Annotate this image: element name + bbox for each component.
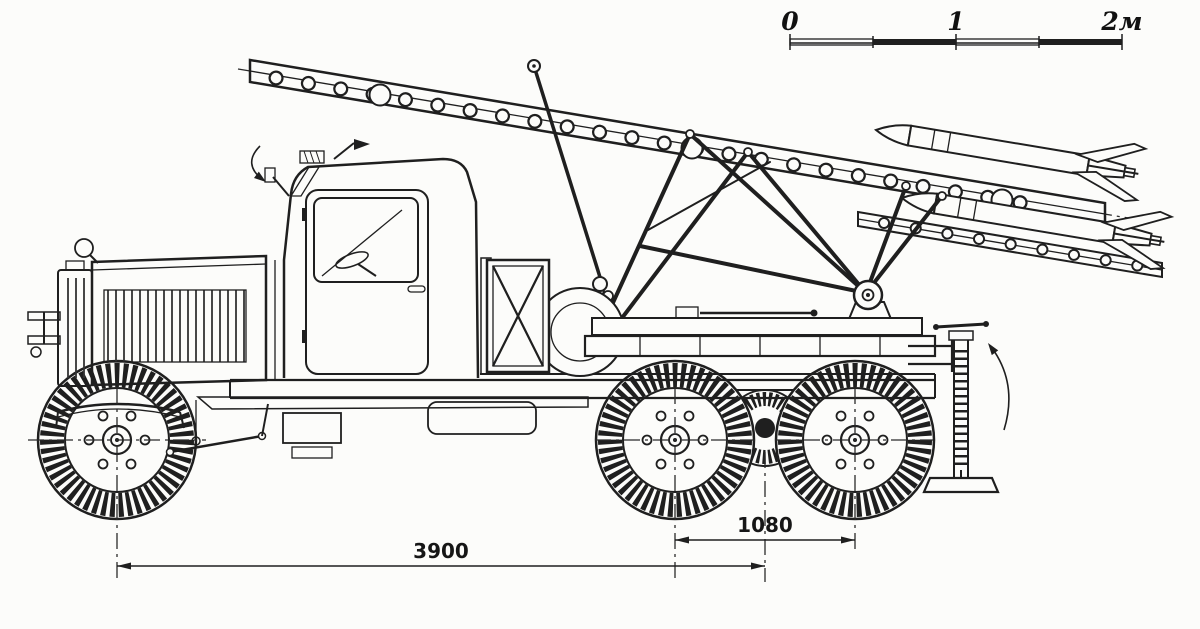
scale-bar: 0 1 2м [781, 7, 1143, 50]
scale-segment-filled-2 [1039, 39, 1122, 45]
front-leaf-spring [57, 402, 181, 414]
jack-rotation-arrow [991, 347, 1010, 431]
door-hinge-upper [302, 208, 307, 221]
roof-vent [299, 150, 325, 164]
scale-label-2m: 2м [1100, 7, 1142, 36]
roof-marker [333, 142, 355, 160]
cab-door [305, 189, 429, 375]
fuel-tank [427, 401, 537, 435]
scale-segment-filled-1 [873, 39, 956, 45]
steering-linkage [169, 434, 263, 454]
tow-hook [30, 346, 42, 358]
radiator-cap [65, 260, 85, 271]
hood-louvers [104, 290, 246, 362]
jack-base-plate [922, 476, 1000, 494]
tool-box [282, 412, 342, 444]
rear-jack [908, 321, 1010, 494]
rail-guide-holes-inner [270, 72, 1058, 214]
door-window [313, 197, 419, 283]
truck-body [27, 139, 936, 459]
mirror-arm [272, 176, 290, 197]
rail-mount-hole-1 [368, 83, 392, 107]
dimension-annotations: 3900 1080 [28, 388, 933, 582]
steering-wheel [335, 251, 369, 269]
dim-label-3900: 3900 [413, 539, 469, 563]
dim-label-1080: 1080 [737, 513, 793, 537]
scale-label-1: 1 [947, 7, 964, 36]
rear-view-mirror [264, 167, 276, 183]
cab [282, 157, 480, 379]
elevation-crank [675, 306, 699, 319]
jack-handle [935, 322, 987, 329]
running-board [195, 396, 589, 410]
door-handle [407, 285, 426, 293]
launcher-base-frame [583, 306, 937, 358]
windshield [289, 166, 321, 197]
launcher-rails [237, 58, 1163, 279]
scale-label-0: 0 [781, 7, 799, 36]
headlight [74, 238, 94, 258]
door-hinge-lower [302, 330, 307, 343]
